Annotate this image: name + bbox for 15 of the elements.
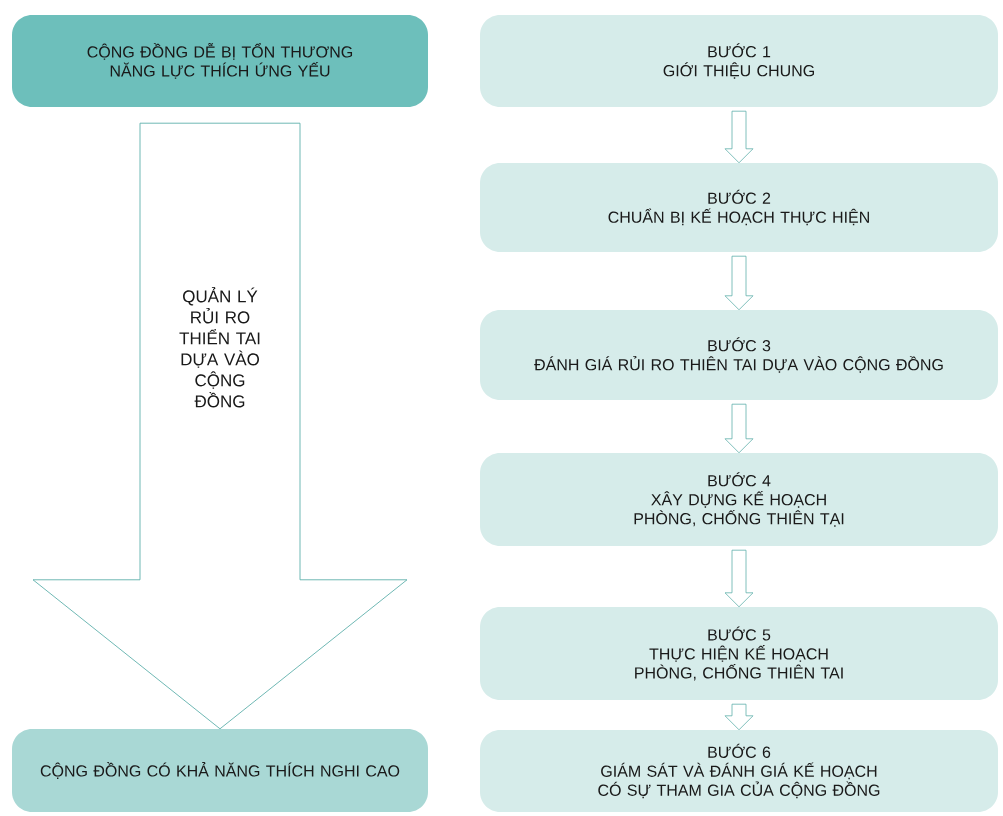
step-box: BƯỚC 5 THỰC HIỆN KẾ HOẠCH PHÒNG, CHỐNG THIÊN TAI — [480, 607, 998, 700]
hollow-arrow — [724, 110, 754, 164]
step-box: BƯỚC 6 GIÁM SÁT VÀ ĐÁNH GIÁ KẾ HOẠCH CÓ SỰ THAM GIA CỦA CỘNG ĐỒNG — [480, 730, 998, 812]
block-arrow — [32, 122, 408, 730]
edge-label: QUẢN LÝ RỦI RO THIỂN TAI DỰA VÀO CỘNG ĐỒNG — [179, 287, 260, 408]
hollow-arrow — [724, 255, 754, 311]
step-box: BƯỚC 1 GIỚI THIỆU CHUNG — [480, 15, 998, 107]
status-box: CỘNG ĐỒNG DỄ BỊ TỔN THƯƠNG NĂNG LỰC THÍCH ỨNG YẾU — [12, 15, 428, 107]
hollow-arrow — [724, 549, 754, 608]
step-box: BƯỚC 3 ĐÁNH GIÁ RỦI RO THIÊN TAI DỰA VÀO CỘNG ĐỒNG — [480, 310, 998, 400]
status-box: CỘNG ĐỒNG CÓ KHẢ NĂNG THÍCH NGHI CAO — [12, 729, 428, 812]
step-box: BƯỚC 2 CHUẨN BỊ KẾ HOẠCH THỰC HIỆN — [480, 163, 998, 252]
step-box: BƯỚC 4 XÂY DỰNG KẾ HOẠCH PHÒNG, CHỐNG THIÊN TẠI — [480, 453, 998, 546]
hollow-arrow — [724, 703, 754, 731]
hollow-arrow — [724, 403, 754, 454]
